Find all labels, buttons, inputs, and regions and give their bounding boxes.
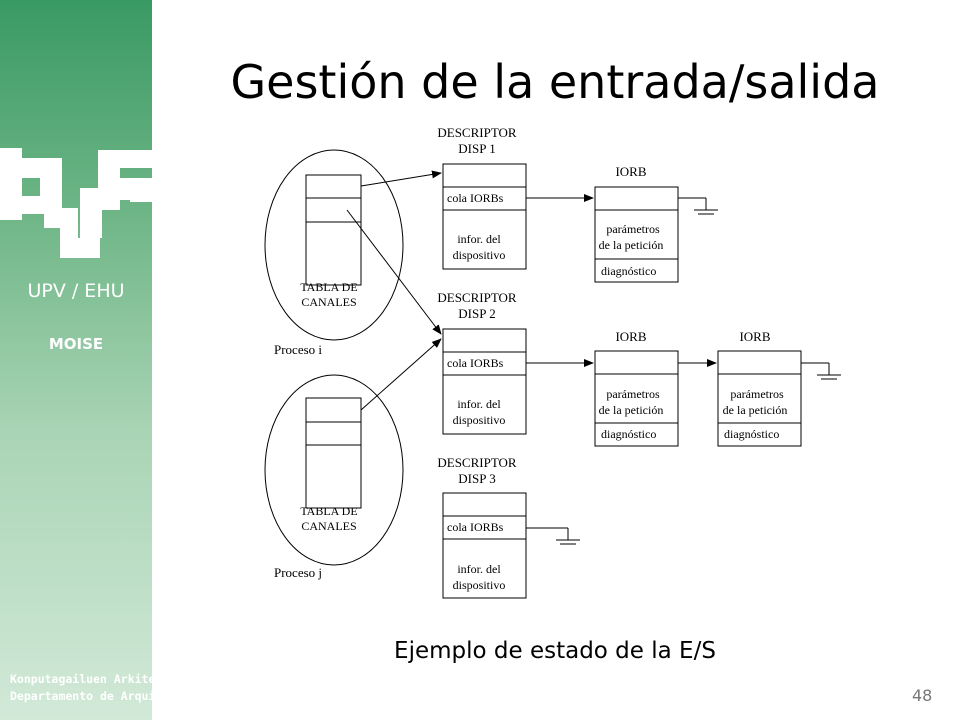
null-iorb-3	[801, 362, 841, 380]
iorb-2-params-2: de la petición	[599, 403, 664, 417]
descriptor-2-title-1: DESCRIPTOR	[437, 290, 517, 305]
footer-department-basque: Konputagailuen Arkitektura eta Teknologi…	[10, 672, 336, 686]
process-j-table-label-2: CANALES	[301, 519, 356, 533]
descriptor-1-title-1: DESCRIPTOR	[437, 125, 517, 140]
descriptor-2-box	[442, 328, 527, 435]
descriptor-3-box	[442, 492, 527, 599]
slide-title: Gestión de la entrada/salida	[230, 55, 880, 109]
iorb-3-box	[717, 350, 802, 447]
process-j-name: Proceso j	[274, 565, 322, 580]
university-logo	[0, 148, 152, 258]
iorb-3-diag: diagnóstico	[724, 427, 779, 441]
iorb-1-box	[594, 186, 679, 283]
iorb-2-label: IORB	[615, 329, 646, 344]
descriptor-1-box	[442, 163, 527, 270]
descriptor-2-title-2: DISP 2	[458, 306, 495, 321]
iorb-3-params-1: parámetros	[730, 387, 784, 401]
iorb-3-params-2: de la petición	[723, 403, 788, 417]
descriptor-2-queue: cola IORBs	[447, 356, 504, 370]
descriptor-1-info-1: infor. del	[457, 232, 501, 246]
process-i-name: Proceso i	[274, 342, 322, 357]
null-desc-3	[526, 527, 580, 545]
descriptor-3-queue: cola IORBs	[447, 520, 504, 534]
iorb-2-params-1: parámetros	[606, 387, 660, 401]
footer-department-spanish: Departamento de Arquitectura y Tecnologí…	[10, 689, 405, 703]
sidebar: UPV / EHU MOISE	[0, 0, 152, 720]
descriptor-2-info-2: dispositivo	[453, 413, 506, 427]
diagram-caption: Ejemplo de estado de la E/S	[394, 638, 716, 664]
process-i-channel-table	[305, 174, 362, 286]
iorb-1-diag: diagnóstico	[601, 264, 656, 278]
null-iorb-1	[678, 197, 718, 215]
arrow-proc-i-to-desc-1	[360, 170, 442, 187]
process-j-ellipse	[264, 374, 404, 566]
descriptor-3-info-1: infor. del	[457, 562, 501, 576]
iorb-1-params-2: de la petición	[599, 238, 664, 252]
process-j-table-label-1: TABLA DE	[300, 504, 357, 518]
descriptor-1-title-2: DISP 1	[458, 141, 495, 156]
iorb-1-params-1: parámetros	[606, 222, 660, 236]
iorb-2-diag: diagnóstico	[601, 427, 656, 441]
arrow-proc-i-to-desc-2	[346, 209, 442, 335]
iorb-3-label: IORB	[739, 329, 770, 344]
arrow-proc-j-to-desc-2	[360, 338, 442, 411]
process-i-table-label-1: TABLA DE	[300, 280, 357, 294]
descriptor-3-title-1: DESCRIPTOR	[437, 455, 517, 470]
descriptor-1-info-2: dispositivo	[453, 248, 506, 262]
footer: Konputagailuen Arkitektura eta Teknologi…	[10, 671, 405, 705]
descriptor-3-title-2: DISP 3	[458, 471, 495, 486]
process-i-ellipse	[264, 149, 404, 341]
group-name: MOISE	[48, 335, 104, 353]
process-j-channel-table	[305, 397, 362, 509]
process-i-table-label-2: CANALES	[301, 295, 356, 309]
descriptor-2-info-1: infor. del	[457, 397, 501, 411]
iorb-1-label: IORB	[615, 164, 646, 179]
university-name: UPV / EHU	[27, 280, 125, 302]
descriptor-1-queue: cola IORBs	[447, 191, 504, 205]
page-number: 48	[912, 686, 933, 705]
descriptor-3-info-2: dispositivo	[453, 578, 506, 592]
iorb-2-box	[594, 350, 679, 447]
